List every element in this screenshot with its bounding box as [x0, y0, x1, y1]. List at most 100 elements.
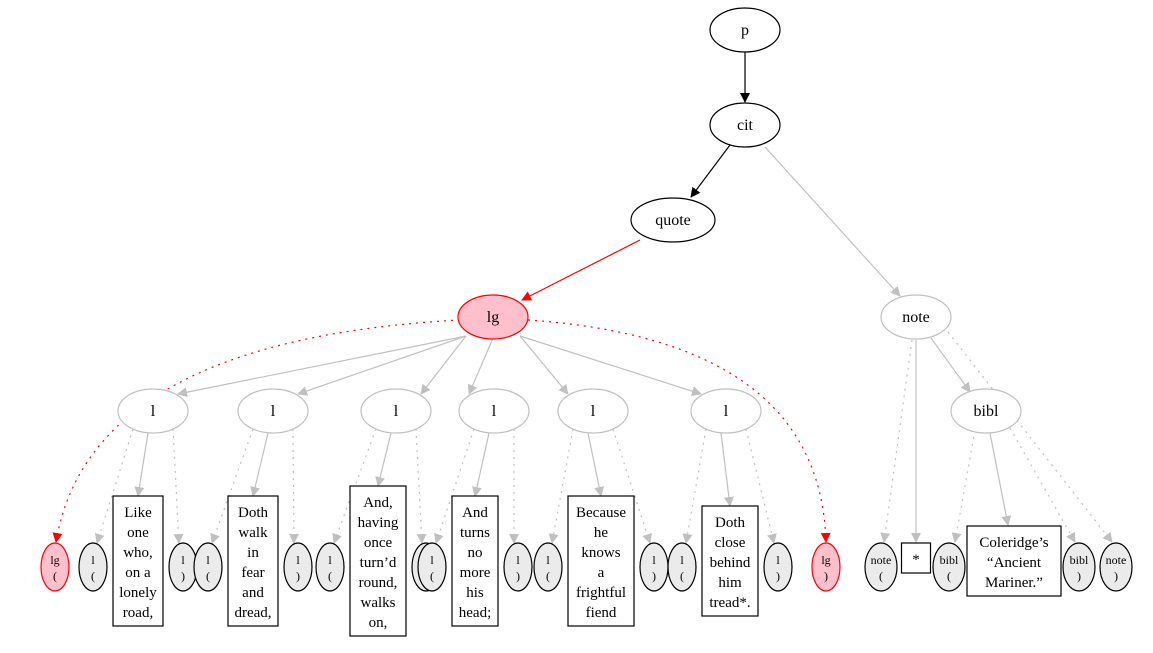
edge-cit-note — [764, 146, 901, 297]
note-open-milestone-shape — [864, 542, 898, 592]
edge-lg-l1 — [177, 335, 467, 398]
verse-text-3-box — [349, 485, 407, 637]
verse-text-3-line: And, — [363, 495, 393, 511]
edge-lg-open — [52, 319, 461, 543]
verse-text-1-line: Like — [124, 505, 152, 521]
node-note-shape — [880, 294, 952, 340]
line-open-1-tag: l — [91, 553, 95, 567]
line-close-6[interactable]: l) — [763, 542, 793, 592]
verse-text-6-line: Doth — [715, 515, 746, 531]
lg-open-milestone-mark: ( — [53, 569, 57, 583]
line-open-4[interactable]: l( — [417, 542, 447, 592]
line-node-4[interactable]: l — [458, 388, 530, 434]
line-node-5[interactable]: l — [557, 388, 629, 434]
line-open-5-mark: ( — [546, 569, 550, 583]
node-lg[interactable]: lg — [457, 294, 529, 340]
note-close-milestone[interactable]: note) — [1099, 542, 1133, 592]
verse-text-3-line: once — [364, 535, 393, 551]
node-note[interactable]: note — [880, 294, 952, 340]
verse-text-6-box — [701, 505, 759, 617]
node-bibl[interactable]: bibl — [950, 388, 1022, 434]
line-open-3-shape — [315, 542, 345, 592]
verse-text-3-line: walks — [361, 595, 396, 611]
line-open-6-tag: l — [680, 553, 684, 567]
line-close-6-mark: ) — [776, 569, 780, 583]
verse-text-2-line: in — [247, 545, 259, 561]
lg-open-milestone[interactable]: lg( — [40, 542, 70, 592]
verse-text-4-line: And — [462, 505, 488, 521]
verse-text-5-line: fiend — [586, 605, 617, 621]
node-p[interactable]: p — [709, 7, 781, 53]
verse-text-1-line: on a — [125, 565, 151, 581]
verse-text-5-line: frightful — [576, 585, 626, 601]
lg-close-milestone[interactable]: lg) — [811, 542, 841, 592]
line-open-6[interactable]: l( — [667, 542, 697, 592]
lg-open-milestone-shape — [40, 542, 70, 592]
verse-text-5-line: he — [594, 525, 609, 541]
node-quote-shape — [630, 197, 716, 243]
line-node-6[interactable]: l — [690, 388, 762, 434]
line-close-2[interactable]: l) — [283, 542, 313, 592]
verse-text-4-line: turns — [460, 525, 490, 541]
line-close-1-shape — [168, 542, 198, 592]
node-p-shape — [709, 7, 781, 53]
note-open-milestone[interactable]: note( — [864, 542, 898, 592]
verse-text-6-line: behind — [710, 555, 751, 571]
line-open-1-mark: ( — [91, 569, 95, 583]
edge-note-bibl — [930, 337, 971, 393]
node-cit-shape — [709, 102, 781, 148]
verse-text-2-line: dread, — [234, 605, 271, 621]
verse-text-3-line: on, — [369, 615, 388, 631]
verse-text-1-line: who, — [123, 545, 153, 561]
verse-text-5-line: a — [598, 565, 605, 581]
lg-close-milestone-shape — [811, 542, 841, 592]
line-close-4[interactable]: l) — [503, 542, 533, 592]
node-lg-label: lg — [487, 309, 499, 326]
line-open-5[interactable]: l( — [533, 542, 563, 592]
line-open-2[interactable]: l( — [193, 542, 223, 592]
bibl-text-line: Coleridge’s — [979, 535, 1048, 551]
line-node-1[interactable]: l — [117, 388, 189, 434]
line-close-5-tag: l — [652, 553, 656, 567]
node-bibl-shape — [950, 388, 1022, 434]
node-cit[interactable]: cit — [709, 102, 781, 148]
line-open-1[interactable]: l( — [78, 542, 108, 592]
line-close-1[interactable]: l) — [168, 542, 198, 592]
line-close-5[interactable]: l) — [639, 542, 669, 592]
bibl-open-milestone[interactable]: bibl( — [932, 542, 966, 592]
edge-l1-text — [134, 432, 149, 497]
node-quote-label: quote — [655, 212, 691, 229]
edge-bibl-text — [989, 432, 1012, 526]
line-node-5-label: l — [591, 403, 596, 420]
line-node-5-shape — [557, 388, 629, 434]
line-open-5-tag: l — [546, 553, 550, 567]
edge-l1-open — [94, 428, 134, 544]
node-p-label: p — [741, 22, 749, 39]
bibl-open-milestone-mark: ( — [947, 569, 951, 583]
edge-lg-l4 — [467, 335, 495, 395]
line-node-3[interactable]: l — [360, 388, 432, 434]
bibl-close-milestone-tag: bibl — [1070, 553, 1089, 567]
node-quote[interactable]: quote — [630, 197, 716, 243]
note-text[interactable]: * — [900, 542, 932, 574]
edge-l6-open — [682, 428, 707, 544]
line-open-3[interactable]: l( — [315, 542, 345, 592]
edge-bibl-open — [951, 429, 976, 543]
edge-l3-text — [375, 432, 392, 487]
edge-l5-text — [587, 432, 605, 497]
bibl-text-box — [966, 525, 1062, 597]
verse-text-2-line: walk — [238, 525, 268, 541]
line-node-2[interactable]: l — [237, 388, 309, 434]
bibl-close-milestone[interactable]: bibl) — [1062, 542, 1096, 592]
line-open-3-tag: l — [328, 553, 332, 567]
edge-l5-open — [548, 428, 574, 544]
edge-l6-text — [720, 432, 734, 507]
line-open-6-mark: ( — [680, 569, 684, 583]
